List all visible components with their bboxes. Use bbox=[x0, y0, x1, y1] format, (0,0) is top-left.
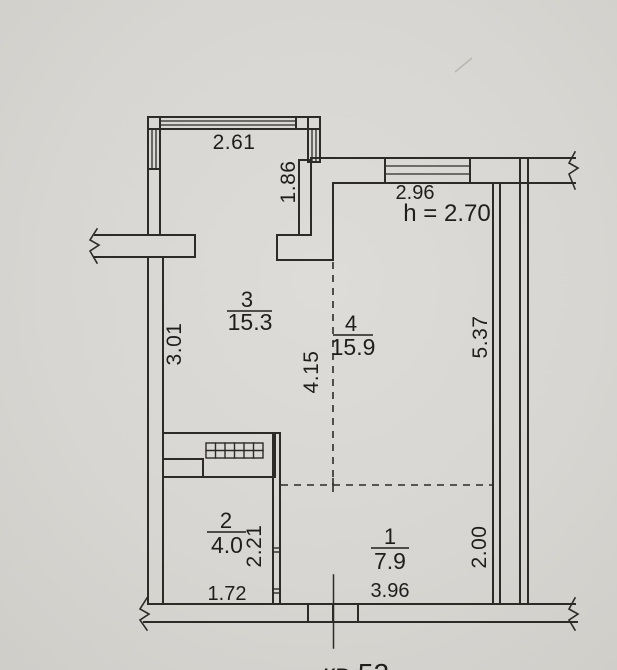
dim-room1-width: 3.96 bbox=[371, 580, 410, 602]
balcony-right-window bbox=[307, 116, 321, 163]
room1-label: 1 7.9 bbox=[371, 524, 409, 574]
room1-area: 7.9 bbox=[374, 548, 406, 574]
dim-room4-right-wall: 5.37 bbox=[469, 316, 492, 359]
walls-group bbox=[88, 116, 580, 649]
dim-window-width: 2.96 bbox=[396, 182, 435, 204]
room2-right-wall bbox=[272, 432, 281, 605]
room4-area: 15.9 bbox=[331, 334, 376, 360]
room1-number: 1 bbox=[384, 524, 396, 549]
room2-label: 2 4.0 bbox=[207, 508, 246, 558]
dim-room1-right-wall: 2.00 bbox=[468, 526, 491, 569]
room2-area: 4.0 bbox=[211, 532, 243, 558]
apartment-number-label: кв 52 bbox=[323, 658, 389, 670]
room4-number: 4 bbox=[345, 311, 357, 336]
wall-break-bottom-right bbox=[567, 596, 580, 632]
dim-room3-left-wall: 3.01 bbox=[163, 323, 186, 366]
dim-balcony-width: 2.61 bbox=[213, 131, 256, 154]
shaft-step bbox=[162, 458, 204, 478]
left-wall-upper bbox=[147, 168, 161, 236]
balcony-top-window bbox=[147, 116, 309, 130]
balcony-opening-return bbox=[159, 234, 196, 258]
balcony-right-wall bbox=[298, 159, 312, 236]
wall-break-bottom-left bbox=[138, 596, 151, 632]
dim-room2-width: 1.72 bbox=[208, 583, 247, 605]
dim-balcony-depth: 1.86 bbox=[277, 161, 300, 204]
niche-step-wall bbox=[276, 182, 334, 261]
wall-break-left-stub bbox=[88, 227, 101, 265]
room3-area: 15.3 bbox=[228, 309, 273, 335]
bottom-wall bbox=[138, 596, 580, 632]
room3-label: 3 15.3 bbox=[227, 287, 272, 335]
shaft-grid bbox=[205, 442, 264, 459]
wall-break-top-right bbox=[567, 150, 580, 191]
room3-number: 3 bbox=[241, 287, 253, 312]
ventilation-shaft bbox=[162, 432, 276, 478]
dim-room2-right-wall: 2.21 bbox=[243, 525, 266, 568]
room2-number: 2 bbox=[220, 508, 232, 533]
ceiling-height-label: h = 2.70 bbox=[403, 200, 490, 227]
dim-room34-divider: 4.15 bbox=[300, 351, 323, 394]
left-wall-stub bbox=[88, 227, 149, 265]
room4-window bbox=[384, 157, 471, 184]
room4-label: 4 15.9 bbox=[331, 311, 376, 360]
scan-artifact bbox=[454, 57, 473, 73]
open-plan-dividers bbox=[281, 262, 493, 492]
